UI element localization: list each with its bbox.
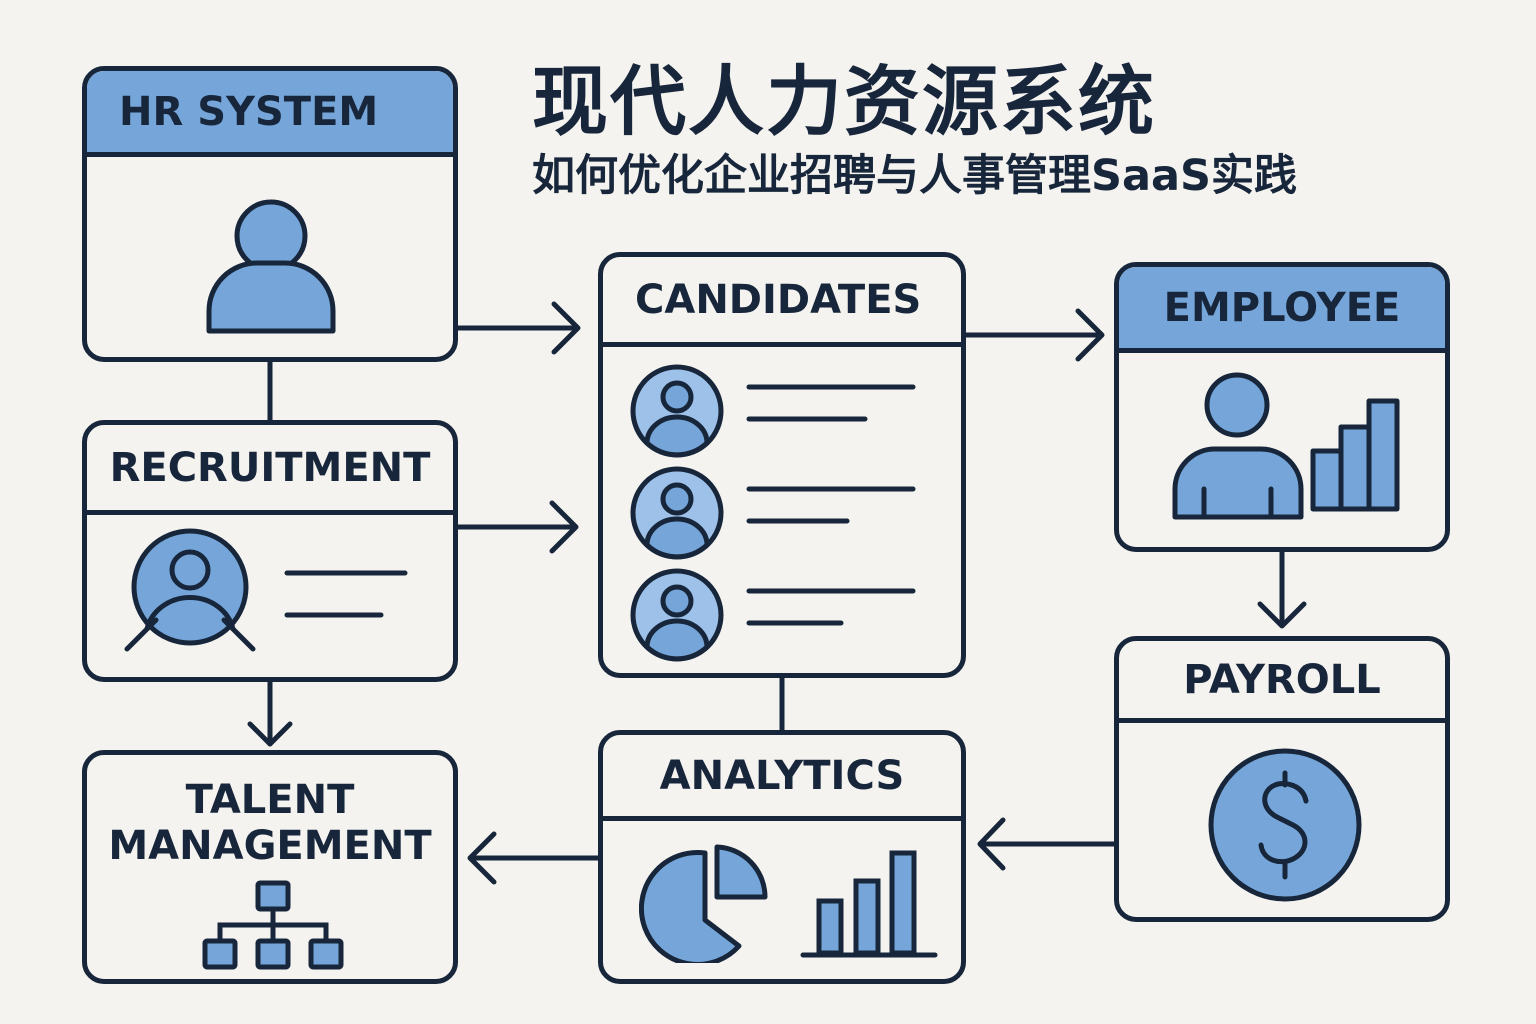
node-talent-management[interactable]: TALENT MANAGEMENT xyxy=(82,750,458,984)
candidate-row[interactable] xyxy=(627,463,947,563)
edge-candidates-employee xyxy=(961,308,1105,362)
page-title: 现代人力资源系统 xyxy=(532,57,1156,146)
title-block: 现代人力资源系统 如何优化企业招聘与人事管理SaaS实践 xyxy=(532,56,1297,204)
user-growth-icon xyxy=(1172,372,1400,520)
node-label: EMPLOYEE xyxy=(1163,284,1401,331)
node-header: ANALYTICS xyxy=(603,735,961,821)
pie-chart-icon xyxy=(639,844,768,963)
dollar-icon xyxy=(1208,748,1362,902)
candidate-text-lines xyxy=(746,486,916,524)
node-header: PAYROLL xyxy=(1119,641,1445,723)
node-header: CANDIDATES xyxy=(603,257,961,347)
candidate-row[interactable] xyxy=(627,565,947,665)
edge-analytics-talent xyxy=(467,831,603,885)
node-header: RECRUITMENT xyxy=(87,425,453,515)
node-label: HR SYSTEM xyxy=(119,88,379,135)
node-label: TALENT MANAGEMENT xyxy=(87,777,453,869)
node-label: PAYROLL xyxy=(1183,656,1381,703)
edge-hr-candidates xyxy=(455,301,581,355)
user-search-icon xyxy=(124,528,256,652)
edge-payroll-analytics xyxy=(977,817,1117,871)
page-subtitle: 如何优化企业招聘与人事管理SaaS实践 xyxy=(532,151,1297,201)
node-payroll[interactable]: PAYROLL xyxy=(1114,636,1450,922)
node-analytics[interactable]: ANALYTICS xyxy=(598,730,966,984)
node-hr-system[interactable]: HR SYSTEM xyxy=(82,66,458,362)
bar-chart-icon xyxy=(800,850,938,958)
candidate-text-lines xyxy=(746,384,916,422)
node-label: RECRUITMENT xyxy=(109,444,431,491)
candidate-avatar-icon xyxy=(630,466,724,560)
edge-recruitment-candidates xyxy=(455,500,579,554)
node-header: EMPLOYEE xyxy=(1119,267,1445,353)
user-icon xyxy=(206,199,336,334)
node-label-line1: TALENT xyxy=(185,777,355,823)
node-candidates[interactable]: CANDIDATES xyxy=(598,252,966,678)
node-label: ANALYTICS xyxy=(659,752,905,799)
candidate-list xyxy=(603,347,961,673)
org-chart-icon xyxy=(202,880,344,970)
candidate-avatar-icon xyxy=(630,568,724,662)
candidate-text-lines xyxy=(746,588,916,626)
node-label-line2: MANAGEMENT xyxy=(108,823,432,869)
node-employee[interactable]: EMPLOYEE xyxy=(1114,262,1450,552)
node-header: HR SYSTEM xyxy=(87,71,453,157)
edge-recruitment-talent xyxy=(247,677,293,747)
node-label: CANDIDATES xyxy=(635,276,922,323)
edge-employee-payroll xyxy=(1257,547,1307,629)
candidate-avatar-icon xyxy=(630,364,724,458)
text-lines-icon xyxy=(284,570,408,618)
candidate-row[interactable] xyxy=(627,361,947,461)
node-recruitment[interactable]: RECRUITMENT xyxy=(82,420,458,682)
